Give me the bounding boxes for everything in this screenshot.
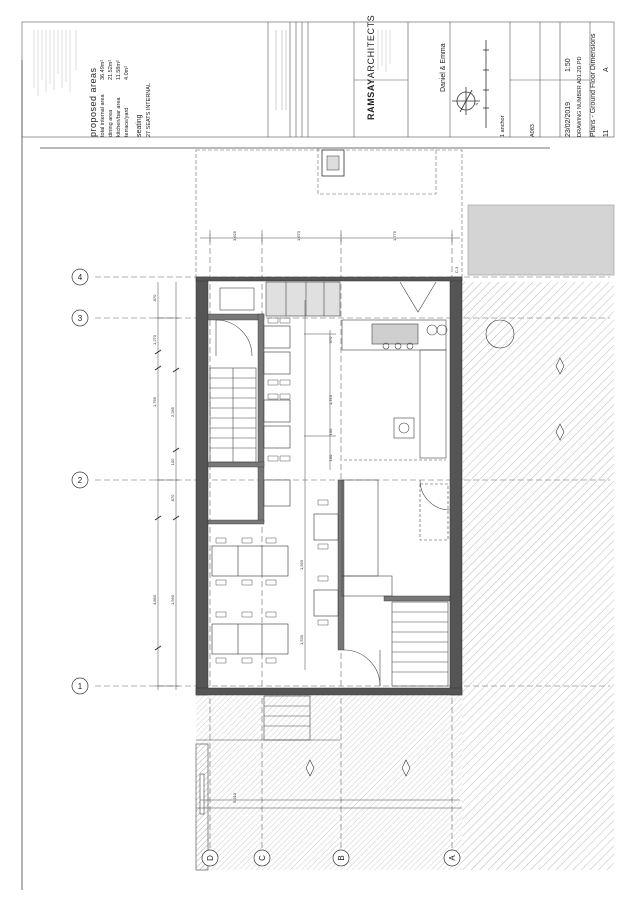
area-row-0-label: total internal area (100, 94, 106, 138)
scale-bar (483, 40, 489, 128)
dining-tables (211, 325, 339, 655)
partition-walls (207, 313, 451, 651)
area-row-2-value: 11.58m² (116, 60, 122, 80)
dim-left-1: 1,270 (152, 334, 157, 345)
drawing-title: Plans - Ground Floor Dimensions (590, 33, 597, 138)
project-address: 1 anchor (500, 115, 506, 137)
dim-left-5: 870 (170, 494, 175, 501)
area-row-0-value: 36.49m² (100, 59, 106, 80)
proposed-areas-heading: proposed areas (88, 67, 98, 137)
grid-label-c: C (258, 855, 267, 861)
drawing-date: 23/02/2019 (565, 101, 572, 137)
area-row-3-value: 4.0m² (124, 65, 130, 80)
dim-int-1: 1,370 (328, 394, 333, 405)
grid-bubble-b (332, 849, 350, 867)
seating-value: 27 SEATS INTERNAL (146, 83, 152, 137)
dining-chairs (215, 317, 329, 664)
kitchen-counters (341, 319, 449, 597)
neighbour-plot-hatch (462, 282, 614, 870)
drawing-scale: 1:50 (565, 58, 572, 72)
practice-logo: RAMSAYARCHITECTS (366, 15, 376, 120)
grid-label-4: 4 (78, 273, 83, 282)
area-row-3-label: terrace/yard (124, 107, 130, 137)
dim-left-6: 4,860 (152, 594, 157, 605)
sheet-number: 11 (603, 129, 610, 137)
front-pavement-hatch (196, 694, 462, 870)
dim-int-0: 970 (328, 336, 333, 343)
dim-int-2: 100 (328, 428, 333, 435)
grid-bubble-2 (71, 471, 89, 489)
dim-int-5: 1,530 (299, 634, 304, 645)
job-number: A083 (530, 124, 536, 137)
front-facade (195, 739, 462, 871)
grid-label-3: 3 (78, 314, 83, 323)
neighbour-building (467, 204, 615, 276)
client-name: Daniel & Emma (440, 43, 447, 92)
dim-left-7: 1,560 (170, 594, 175, 605)
stair-lower (391, 601, 449, 687)
practice-address (377, 30, 391, 72)
brand-bold: RAMSAY (366, 78, 376, 120)
grid-bubble-c (253, 849, 271, 867)
section-bubble (485, 319, 515, 349)
grid-label-d: D (206, 855, 215, 861)
grid-label-2: 2 (78, 476, 83, 485)
grid-bubble-3 (71, 309, 89, 327)
revision-table (275, 30, 287, 110)
title-block (21, 21, 615, 138)
grid-label-a: A (448, 855, 457, 861)
dim-top-0: 3,625 (232, 230, 237, 241)
back-storage (219, 281, 341, 317)
dim-left-2: 1,765 (152, 396, 157, 407)
external-walls (195, 276, 463, 696)
grid-bubble-a (443, 849, 461, 867)
seating-heading: seating (136, 114, 143, 137)
section-marker-label: C-3 (454, 266, 459, 273)
drawing-number: DRAWING NUMBER A01.2D.PD (577, 56, 583, 137)
grid-bubbles (71, 268, 461, 867)
dim-int-4: 1,560 (299, 559, 304, 570)
dim-top-3: 5,310 (232, 792, 237, 803)
area-row-1-label: dining area (108, 109, 114, 137)
door-swings (215, 281, 451, 687)
area-row-2-label: kitchen/bar area (116, 97, 122, 137)
dim-left-3: 2,285 (170, 406, 175, 417)
dimension-ticks (154, 349, 180, 651)
dim-left-0: 870 (152, 294, 157, 301)
area-row-1-value: 21.52m² (108, 59, 114, 80)
dim-int-3: 100 (328, 454, 333, 461)
grid-bubble-1 (71, 677, 89, 695)
revision-letter: A (603, 67, 610, 72)
dim-left-4: 100 (170, 458, 175, 465)
dimension-lines (155, 234, 460, 801)
brand-light: ARCHITECTS (366, 14, 376, 79)
stair-upper (209, 367, 257, 463)
grid-bubble-d (201, 849, 219, 867)
dim-top-1: 1,670 (296, 230, 301, 241)
level-markers (305, 357, 565, 777)
north-arrow-icon (452, 87, 480, 115)
grid-label-1: 1 (78, 682, 83, 691)
general-notes (33, 30, 77, 96)
dim-top-2: 1,775 (392, 230, 397, 241)
grid-label-b: B (337, 855, 346, 860)
north-marker-label: N (474, 102, 479, 105)
grid-bubble-4 (71, 268, 89, 286)
